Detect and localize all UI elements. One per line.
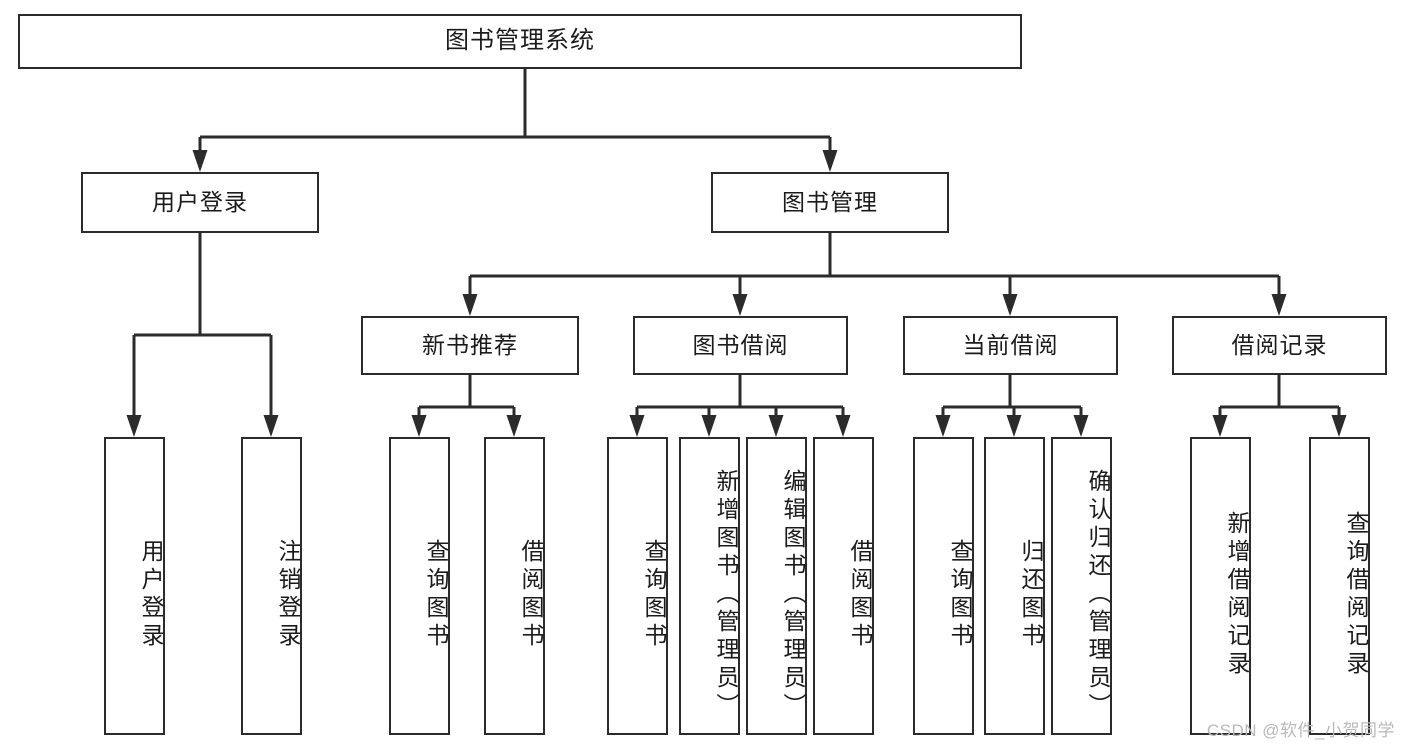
- node-leaf-query-book-2[interactable]: 查询图书: [607, 437, 668, 735]
- node-label: 借阅记录: [1231, 331, 1328, 358]
- node-label: 编辑图书（管理员）: [780, 469, 806, 721]
- node-current-borrow[interactable]: 当前借阅: [903, 316, 1118, 375]
- arrow-to-leaf-user-logout-head: [263, 415, 279, 437]
- node-label: 用户登录: [152, 188, 248, 215]
- node-leaf-borrow-book-2[interactable]: 借阅图书: [813, 437, 874, 735]
- arrow-to-new-book-rec-head: [462, 294, 478, 316]
- arrow-to-leaf-return-book-head: [1006, 415, 1022, 437]
- arrow-to-borrow-record-head: [1271, 294, 1287, 316]
- node-leaf-query-book-1[interactable]: 查询图书: [389, 437, 450, 735]
- arrow-to-leaf-query-book-1-head: [411, 415, 427, 437]
- node-leaf-edit-book-admin[interactable]: 编辑图书（管理员）: [746, 437, 807, 735]
- node-label: 用户登录: [138, 539, 164, 651]
- watermark: CSDN @软件_小贺同学: [1206, 721, 1395, 740]
- node-label: 查询图书: [641, 539, 667, 651]
- arrow-to-leaf-confirm-return-admin-head: [1073, 415, 1089, 437]
- node-leaf-query-borrow-record[interactable]: 查询借阅记录: [1309, 437, 1370, 735]
- node-book-borrow[interactable]: 图书借阅: [633, 316, 848, 375]
- arrow-to-current-borrow-head: [1002, 294, 1018, 316]
- node-label: 当前借阅: [962, 331, 1059, 358]
- node-leaf-add-book-admin[interactable]: 新增图书（管理员）: [679, 437, 740, 735]
- node-leaf-user-logout[interactable]: 注销登录: [241, 437, 302, 735]
- node-leaf-confirm-return-admin[interactable]: 确认归还（管理员）: [1051, 437, 1112, 735]
- node-leaf-add-borrow-record[interactable]: 新增借阅记录: [1190, 437, 1251, 735]
- node-label: 确认归还（管理员）: [1085, 469, 1111, 721]
- arrow-to-user-login-head: [192, 150, 208, 172]
- node-label: 查询图书: [947, 539, 973, 651]
- node-book-manage[interactable]: 图书管理: [711, 172, 949, 233]
- node-new-book-rec[interactable]: 新书推荐: [361, 316, 579, 375]
- arrow-to-book-borrow-head: [732, 294, 748, 316]
- node-label: 借阅图书: [847, 539, 873, 651]
- node-leaf-user-login[interactable]: 用户登录: [104, 437, 165, 735]
- node-label: 新增借阅记录: [1224, 511, 1250, 679]
- arrow-to-leaf-borrow-book-1-head: [506, 415, 522, 437]
- node-label: 图书管理: [782, 188, 878, 215]
- arrow-to-leaf-query-book-3-head: [935, 415, 951, 437]
- arrow-to-leaf-add-book-admin-head: [701, 415, 717, 437]
- node-user-login[interactable]: 用户登录: [81, 172, 319, 233]
- node-label: 注销登录: [275, 539, 301, 651]
- node-borrow-record[interactable]: 借阅记录: [1172, 316, 1387, 375]
- arrow-to-leaf-user-login-head: [126, 415, 142, 437]
- node-label: 归还图书: [1018, 539, 1044, 651]
- node-label: 查询借阅记录: [1343, 511, 1369, 679]
- node-label: 新增图书（管理员）: [713, 469, 739, 721]
- node-label: 图书管理系统: [445, 27, 595, 55]
- arrow-to-leaf-borrow-book-2-head: [835, 415, 851, 437]
- node-label: 新书推荐: [422, 331, 518, 358]
- arrow-to-leaf-query-borrow-record-head: [1331, 415, 1347, 437]
- node-root[interactable]: 图书管理系统: [18, 14, 1022, 69]
- node-label: 借阅图书: [518, 539, 544, 651]
- node-leaf-return-book[interactable]: 归还图书: [984, 437, 1045, 735]
- arrow-to-leaf-query-book-2-head: [629, 415, 645, 437]
- node-leaf-query-book-3[interactable]: 查询图书: [913, 437, 974, 735]
- node-leaf-borrow-book-1[interactable]: 借阅图书: [484, 437, 545, 735]
- arrow-to-book-manage-head: [822, 150, 838, 172]
- node-label: 图书借阅: [692, 331, 789, 358]
- arrow-to-leaf-add-borrow-record-head: [1212, 415, 1228, 437]
- arrow-to-leaf-edit-book-admin-head: [768, 415, 784, 437]
- node-label: 查询图书: [423, 539, 449, 651]
